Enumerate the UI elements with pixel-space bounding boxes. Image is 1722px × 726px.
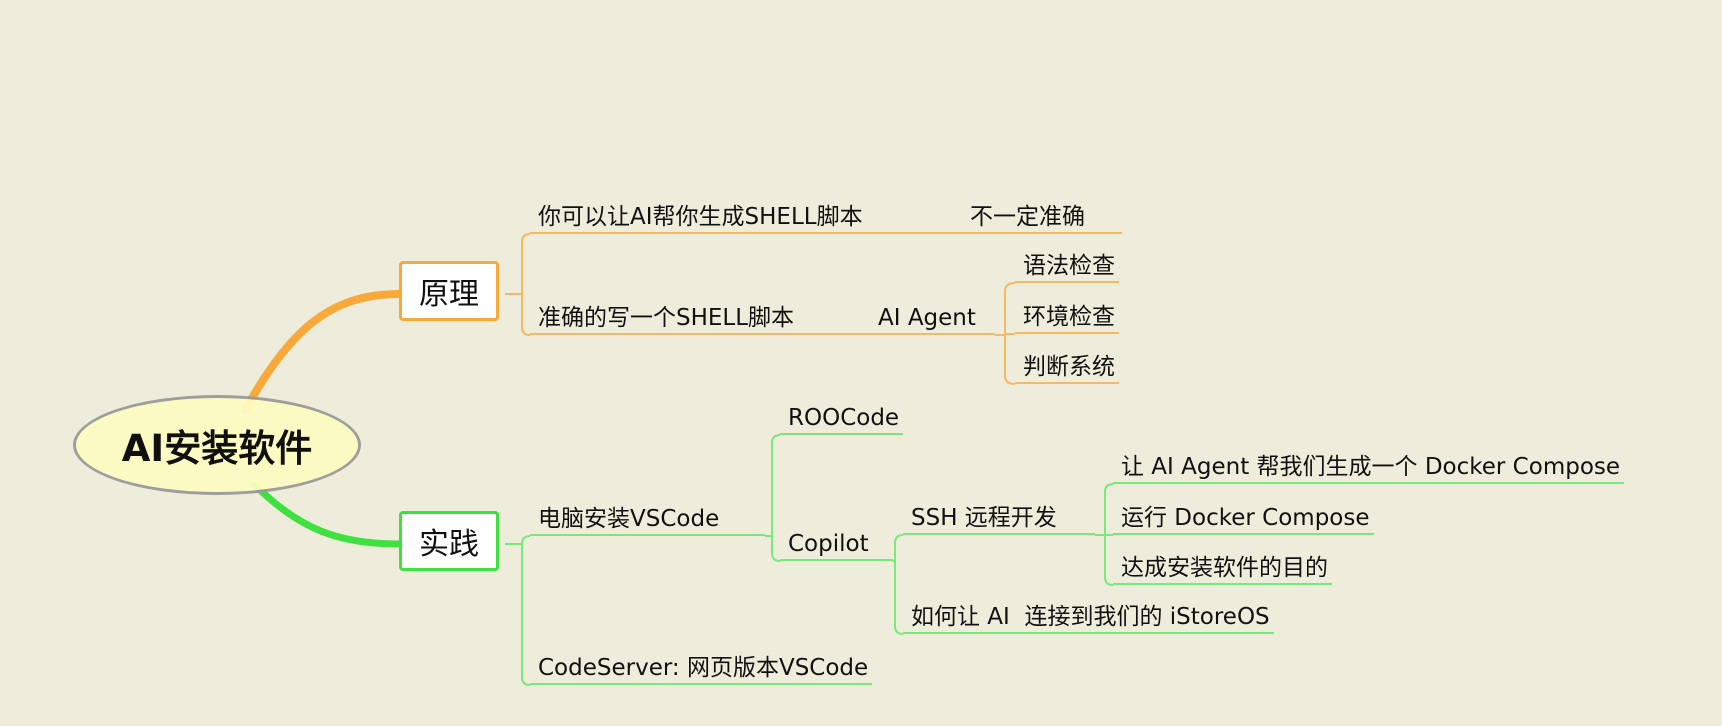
- node-install-vscode[interactable]: 电脑安装VSCode: [530, 504, 765, 536]
- node-run-docker-compose[interactable]: 运行 Docker Compose: [1113, 503, 1374, 535]
- node-ai-generate-shell[interactable]: 你可以让AI帮你生成SHELL脚本: [530, 202, 962, 234]
- bracket-copilot: [893, 534, 904, 635]
- bracket-principle: [505, 233, 531, 336]
- node-env-check[interactable]: 环境检查: [1015, 302, 1119, 334]
- node-ssh-remote-dev[interactable]: SSH 远程开发: [903, 503, 1095, 535]
- node-detect-system[interactable]: 判断系统: [1015, 352, 1119, 384]
- node-codeserver[interactable]: CodeServer: 网页版本VSCode: [530, 653, 873, 685]
- bracket-ai-agent: [995, 282, 1016, 385]
- node-roocode[interactable]: ROOCode: [780, 403, 904, 435]
- branch-line-practice: [251, 481, 403, 548]
- node-generate-docker-compose[interactable]: 让 AI Agent 帮我们生成一个 Docker Compose: [1113, 452, 1625, 484]
- node-not-accurate[interactable]: 不一定准确: [962, 202, 1122, 234]
- node-copilot[interactable]: Copilot: [780, 529, 893, 561]
- node-ai-agent[interactable]: AI Agent: [870, 303, 995, 335]
- branch-line-principle: [241, 290, 403, 414]
- bracket-practice: [505, 535, 531, 686]
- node-principle[interactable]: 原理: [399, 261, 499, 321]
- node-write-shell-accurately[interactable]: 准确的写一个SHELL脚本: [530, 303, 870, 335]
- bracket-vscode: [765, 434, 781, 562]
- root-node[interactable]: AI安装软件: [73, 395, 361, 495]
- node-connect-istoreos[interactable]: 如何让 AI 连接到我们的 iStoreOS: [903, 602, 1274, 634]
- node-achieve-install[interactable]: 达成安装软件的目的: [1113, 553, 1332, 585]
- bracket-ssh: [1095, 483, 1114, 586]
- node-practice[interactable]: 实践: [399, 511, 499, 571]
- node-syntax-check[interactable]: 语法检查: [1015, 251, 1119, 283]
